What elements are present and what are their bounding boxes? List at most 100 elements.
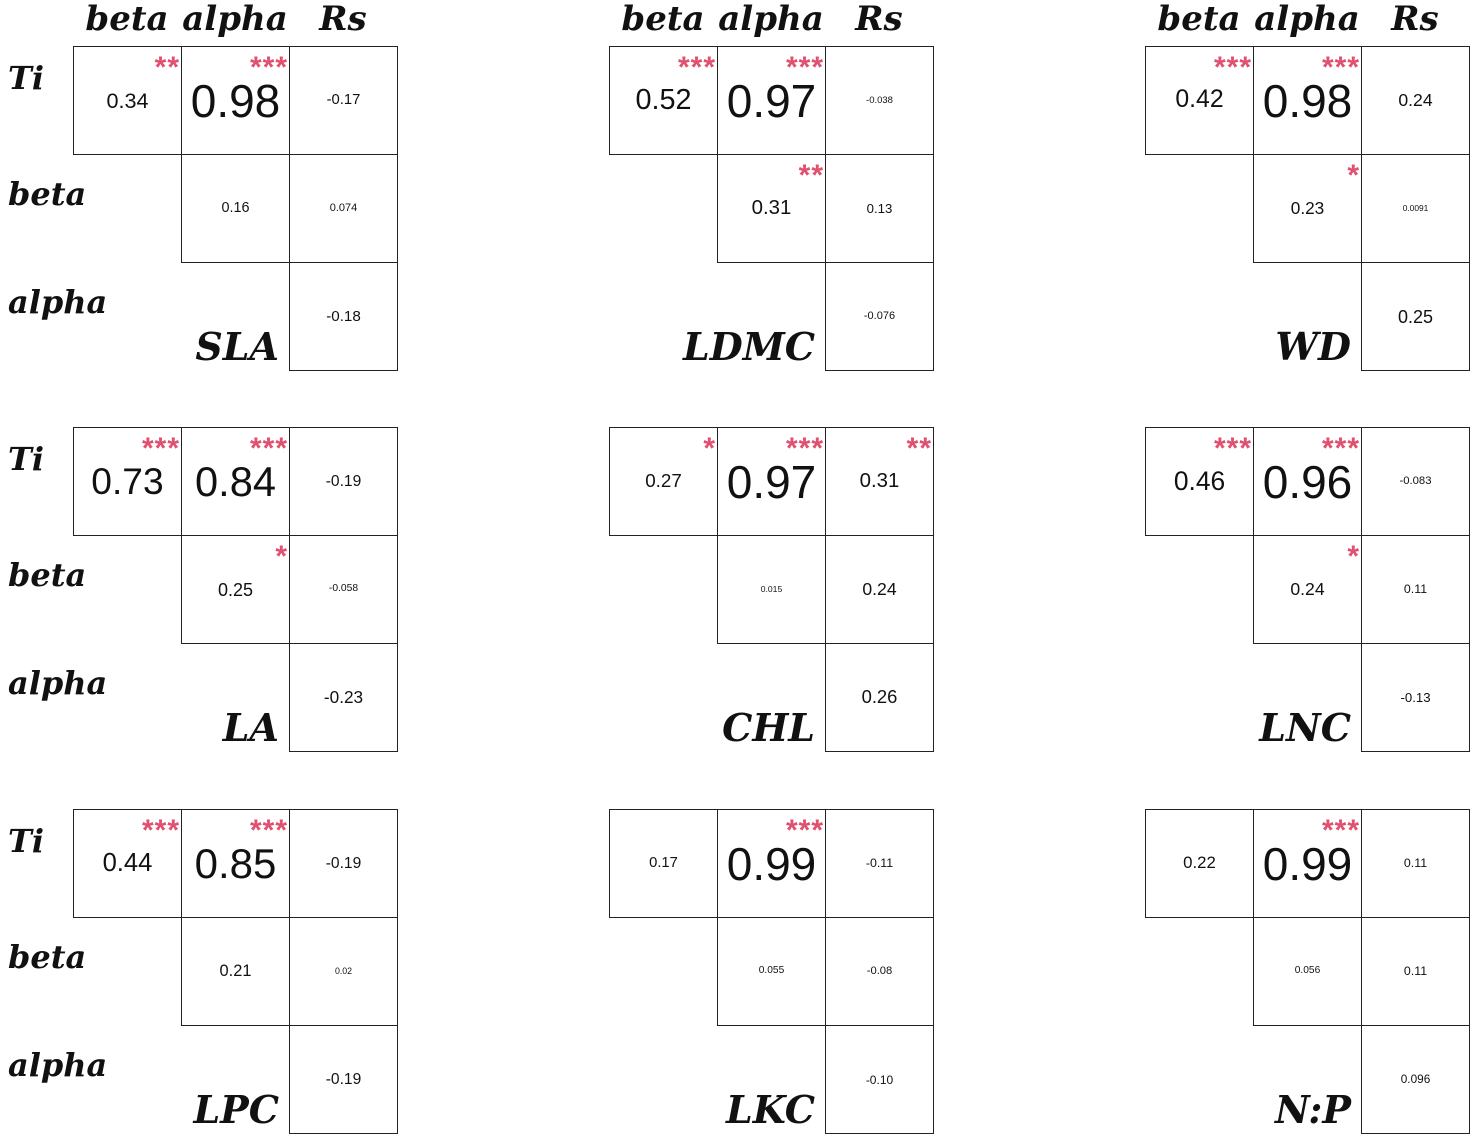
correlation-value: 0.015 (760, 584, 783, 595)
significance-stars: *** (1321, 51, 1360, 84)
column-header-Rs: Rs (855, 0, 903, 39)
cell-la-beta-alpha: 0.25 * (181, 535, 290, 644)
correlation-value: -0.10 (865, 1072, 894, 1087)
cell-sla-beta-Rs: 0.074 (289, 154, 398, 263)
cell-lpc-beta-alpha: 0.21 (181, 917, 290, 1026)
correlation-value: 0.25 (217, 579, 254, 600)
column-header-alpha: alpha (718, 0, 824, 39)
cell-lnc-Ti-beta: 0.46*** (1145, 427, 1254, 536)
cell-lnc-beta-alpha: 0.24* (1253, 535, 1362, 644)
correlation-value: 0.97 (726, 74, 817, 127)
correlation-value: 0.42 (1175, 86, 1224, 114)
trait-label-sla: SLA (195, 324, 279, 369)
correlation-value: 0.056 (1294, 965, 1321, 977)
cell-la-alpha-Rs: -0.23 (289, 643, 398, 752)
correlation-value: -0.18 (326, 307, 361, 325)
significance-stars: *** (677, 51, 716, 84)
cell-ldmc-alpha-Rs: -0.076 (825, 262, 934, 371)
correlation-value: -0.076 (863, 310, 896, 322)
correlation-value: 0.24 (1398, 89, 1433, 110)
row-header-Ti: Ti (8, 440, 44, 478)
cell-n-p-Ti-alpha: 0.99*** (1253, 809, 1362, 918)
row-header-beta: beta (8, 175, 87, 213)
correlation-value: -0.17 (326, 92, 361, 109)
significance-stars: * (275, 540, 288, 573)
cell-ldmc-Ti-beta: 0.52*** (609, 46, 718, 155)
cell-ldmc-beta-Rs: 0.13 (825, 154, 934, 263)
column-header-alpha: alpha (1254, 0, 1360, 39)
column-header-beta: beta (85, 0, 169, 39)
correlation-value: 0.34 (106, 87, 149, 113)
correlation-value: 0.73 (91, 459, 164, 502)
cell-wd-beta-alpha: 0.23* (1253, 154, 1362, 263)
significance-stars: ** (154, 51, 180, 84)
correlation-value: -0.08 (866, 964, 893, 977)
cell-ldmc-beta-alpha: 0.31 ** (717, 154, 826, 263)
significance-stars: ** (798, 159, 824, 192)
cell-lpc-alpha-Rs: -0.19 (289, 1025, 398, 1134)
cell-la-Ti-beta: 0.73*** (73, 427, 182, 536)
correlation-value: 0.096 (1400, 1071, 1431, 1086)
correlation-value: 0.13 (866, 200, 893, 216)
correlation-value: -0.058 (328, 583, 359, 595)
row-header-alpha: alpha (8, 283, 108, 321)
correlation-value: 0.02 (334, 966, 353, 977)
correlation-value: 0.0091 (1402, 203, 1429, 214)
cell-wd-alpha-Rs: 0.25 (1361, 262, 1470, 371)
correlation-value: 0.52 (635, 84, 692, 117)
column-header-Rs: Rs (319, 0, 367, 39)
cell-chl-Ti-Rs: 0.31** (825, 427, 934, 536)
cell-sla-Ti-beta: 0.34** (73, 46, 182, 155)
cell-lkc-Ti-alpha: 0.99*** (717, 809, 826, 918)
cell-n-p-Ti-Rs: 0.11 (1361, 809, 1470, 918)
cell-lnc-alpha-Rs: -0.13 (1361, 643, 1470, 752)
significance-stars: * (1347, 540, 1360, 573)
trait-label-chl: CHL (722, 705, 815, 750)
row-header-beta: beta (8, 938, 87, 976)
correlation-value: -0.19 (325, 854, 362, 872)
cell-chl-alpha-Rs: 0.26 (825, 643, 934, 752)
correlation-value: -0.23 (323, 686, 364, 707)
correlation-value: 0.11 (1403, 582, 1428, 597)
column-header-Rs: Rs (1391, 0, 1439, 39)
correlation-value: 0.055 (758, 965, 785, 977)
correlation-value: 0.31 (751, 197, 792, 220)
cell-lpc-Ti-alpha: 0.85*** (181, 809, 290, 918)
cell-la-Ti-Rs: -0.19 (289, 427, 398, 536)
cell-n-p-alpha-Rs: 0.096 (1361, 1025, 1470, 1134)
cell-lnc-beta-Rs: 0.11 (1361, 535, 1470, 644)
significance-stars: *** (1321, 814, 1360, 847)
significance-stars: *** (1213, 432, 1252, 465)
significance-stars: *** (141, 814, 180, 847)
correlation-value: 0.11 (1403, 856, 1428, 871)
cell-lnc-Ti-alpha: 0.96*** (1253, 427, 1362, 536)
significance-stars: *** (1213, 51, 1252, 84)
cell-n-p-Ti-beta: 0.22 (1145, 809, 1254, 918)
significance-stars: *** (785, 814, 824, 847)
correlation-value: -0.13 (1400, 689, 1431, 705)
correlation-value: 0.97 (726, 455, 817, 508)
significance-stars: ** (906, 432, 932, 465)
cell-n-p-beta-alpha: 0.056 (1253, 917, 1362, 1026)
correlation-value: -0.11 (865, 856, 894, 871)
correlation-value: 0.85 (194, 839, 277, 887)
trait-label-lnc: LNC (1259, 705, 1351, 750)
row-header-Ti: Ti (8, 822, 44, 860)
correlation-value: 0.46 (1173, 466, 1226, 497)
correlation-value: -0.038 (866, 94, 893, 106)
row-header-alpha: alpha (8, 1046, 108, 1084)
significance-stars: *** (1321, 432, 1360, 465)
trait-label-lpc: LPC (193, 1087, 279, 1132)
cell-lpc-Ti-beta: 0.44*** (73, 809, 182, 918)
trait-label-lkc: LKC (726, 1087, 815, 1132)
cell-lpc-beta-Rs: 0.02 (289, 917, 398, 1026)
trait-label-la: LA (222, 705, 279, 750)
trait-label-ldmc: LDMC (683, 324, 815, 369)
correlation-value: 0.16 (221, 200, 250, 217)
cell-lkc-beta-alpha: 0.055 (717, 917, 826, 1026)
cell-lkc-Ti-Rs: -0.11 (825, 809, 934, 918)
correlation-value: 0.98 (1262, 74, 1353, 127)
significance-stars: *** (249, 814, 288, 847)
column-header-alpha: alpha (182, 0, 288, 39)
